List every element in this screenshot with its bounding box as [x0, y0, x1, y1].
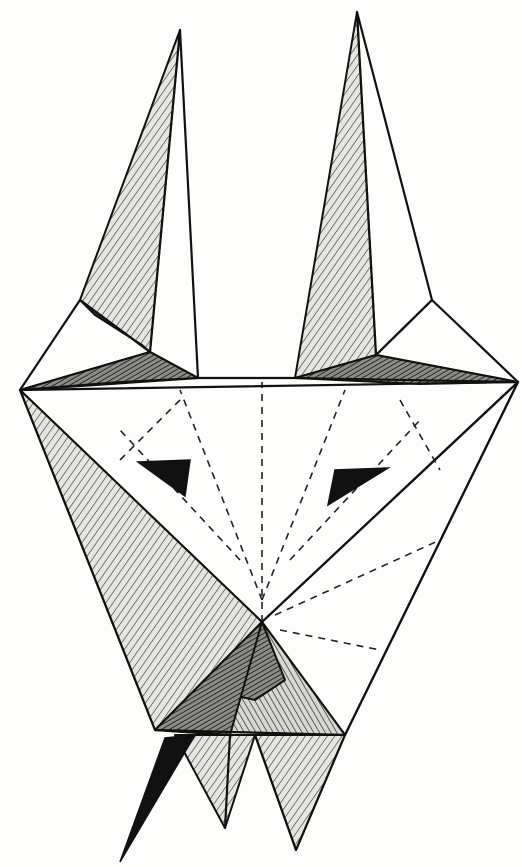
- right-horn-icon: [295, 12, 518, 384]
- beard-icon: [120, 735, 195, 862]
- left-eye-icon: [138, 460, 190, 496]
- right-eye-icon: [328, 468, 388, 505]
- left-horn-icon: [20, 30, 198, 390]
- chin-right-flap: [255, 735, 345, 850]
